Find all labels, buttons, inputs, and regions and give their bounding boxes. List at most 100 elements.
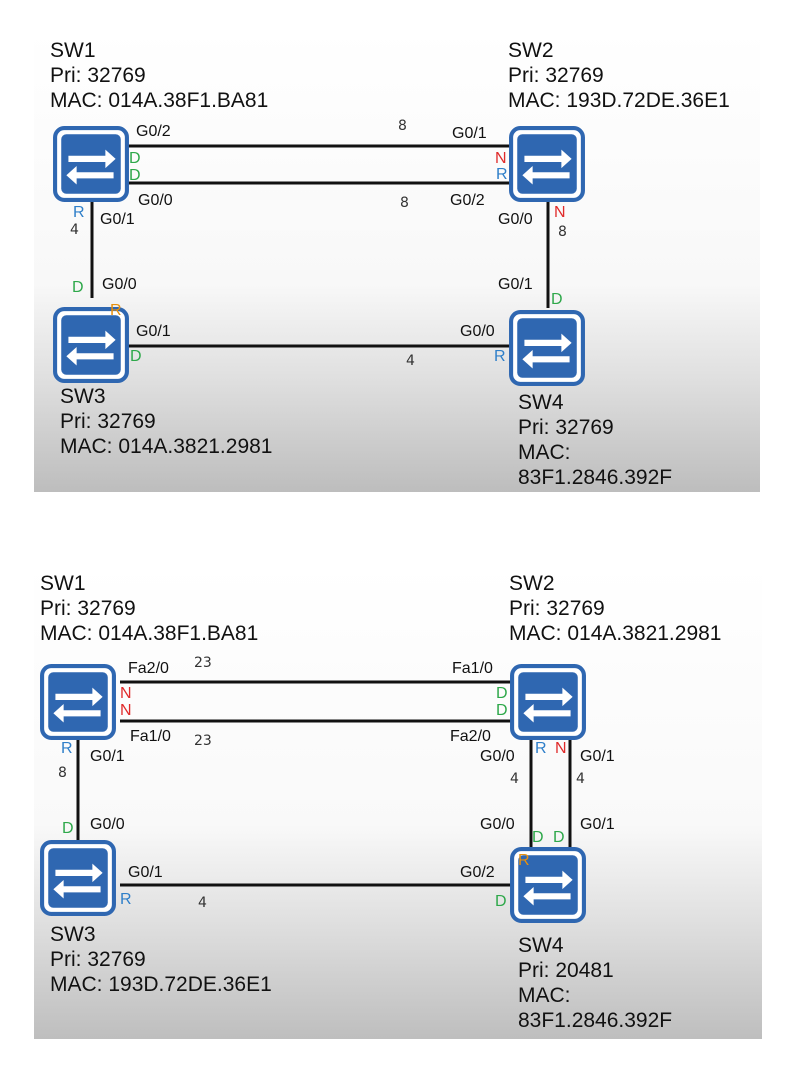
port-role-root: R [494, 348, 506, 365]
switch-info-sw4: SW4 Pri: 20481 MAC: 83F1.2846.392F [518, 933, 672, 1033]
link-cost: 4 [70, 222, 79, 238]
switch-name: SW4 [518, 934, 564, 957]
port-role-designated: D [129, 167, 141, 184]
link-cost: 4 [406, 353, 415, 369]
root-bridge-marker: R [110, 302, 122, 319]
port-role-designated: D [496, 702, 508, 719]
link-cost: 8 [398, 118, 407, 134]
port-label: G0/1 [580, 748, 615, 765]
port-label: G0/1 [580, 816, 615, 833]
port-label: Fa1/0 [130, 728, 171, 745]
switch-info-sw3: SW3 Pri: 32769 MAC: 014A.3821.2981 [60, 384, 272, 459]
port-label: G0/0 [138, 192, 173, 209]
port-label: G0/1 [100, 211, 135, 228]
link-cost: 8 [400, 195, 409, 211]
link-cost: 23 [194, 733, 212, 749]
diagram-1-canvas: G0/2 G0/0 G0/1 G0/1 G0/2 G0/0 G0/0 G0/1 … [34, 118, 760, 492]
switch-name: SW2 [508, 39, 554, 62]
switch-info-sw1: SW1 Pri: 32769 MAC: 014A.38F1.BA81 [50, 38, 268, 113]
port-role-root: R [496, 166, 508, 183]
port-role-designated: D [62, 820, 74, 837]
switch-mac: MAC: 193D.72DE.36E1 [50, 973, 272, 996]
switch-name: SW4 [518, 391, 564, 414]
switch-mac: MAC: 014A.38F1.BA81 [40, 622, 259, 645]
root-bridge-marker: R [518, 852, 530, 869]
switch-icon [511, 312, 583, 384]
switch-mac: 83F1.2846.392F [518, 466, 673, 489]
port-label: G0/1 [498, 276, 533, 293]
port-label: G0/2 [460, 864, 495, 881]
port-role-non-designated: N [554, 204, 566, 221]
port-role-root: R [535, 740, 547, 757]
switch-priority: Pri: 32769 [508, 64, 604, 87]
port-label: G0/1 [136, 323, 171, 340]
switch-icon [512, 666, 584, 738]
port-label: G0/2 [450, 192, 485, 209]
switch-name: SW2 [509, 572, 555, 595]
switch-info-sw2: SW2 Pri: 32769 MAC: 014A.3821.2981 [509, 571, 721, 646]
port-role-non-designated: N [120, 702, 132, 719]
switch-priority: Pri: 32769 [60, 410, 156, 433]
switch-icon [42, 666, 114, 738]
port-label: G0/2 [136, 123, 171, 140]
switch-mac: MAC: 014A.38F1.BA81 [50, 89, 269, 112]
port-role-non-designated: N [120, 685, 132, 702]
port-role-designated: D [532, 829, 544, 846]
port-label: G0/0 [498, 211, 533, 228]
diagram-2-canvas: Fa2/0 Fa1/0 G0/1 Fa1/0 Fa2/0 G0/0 G0/1 G… [34, 655, 615, 1039]
port-label: G0/0 [460, 323, 495, 340]
port-role-designated: D [129, 150, 141, 167]
port-label: Fa2/0 [450, 728, 491, 745]
switch-name: SW3 [60, 385, 106, 408]
port-role-root: R [120, 891, 132, 908]
switch-icon [511, 128, 583, 200]
port-role-designated: D [495, 893, 507, 910]
link-cost: 8 [58, 765, 67, 781]
port-role-designated: D [130, 348, 142, 365]
switch-mac: 83F1.2846.392F [518, 1009, 673, 1032]
switch-priority: Pri: 32769 [40, 597, 136, 620]
switch-info-sw1: SW1 Pri: 32769 MAC: 014A.38F1.BA81 [40, 571, 258, 646]
port-label: Fa2/0 [128, 660, 169, 677]
port-label: Fa1/0 [452, 660, 493, 677]
switch-priority: Pri: 32769 [50, 948, 146, 971]
port-role-root: R [73, 204, 85, 221]
link-cost: 8 [558, 224, 567, 240]
switch-priority: Pri: 32769 [509, 597, 605, 620]
port-role-designated: D [72, 279, 84, 296]
port-label: G0/0 [480, 816, 515, 833]
port-role-non-designated: N [555, 740, 567, 757]
port-role-designated: D [553, 829, 565, 846]
port-role-designated: D [551, 291, 563, 308]
switch-icon [55, 309, 127, 381]
switch-info-sw4: SW4 Pri: 32769 MAC: 83F1.2846.392F [518, 390, 672, 490]
link-cost: 4 [510, 771, 519, 787]
port-role-non-designated: N [495, 150, 507, 167]
port-label: G0/0 [480, 748, 515, 765]
switch-name: SW3 [50, 923, 96, 946]
port-role-designated: D [496, 685, 508, 702]
switch-priority: Pri: 32769 [50, 64, 146, 87]
stp-diagram-2: Fa2/0 Fa1/0 G0/1 Fa1/0 Fa2/0 G0/0 G0/1 G… [34, 563, 762, 1039]
switch-mac-label: MAC: [518, 441, 571, 464]
stp-diagram-1: G0/2 G0/0 G0/1 G0/1 G0/2 G0/0 G0/0 G0/1 … [34, 30, 760, 492]
switch-info-sw3: SW3 Pri: 32769 MAC: 193D.72DE.36E1 [50, 922, 272, 997]
switch-icon [55, 128, 127, 200]
link-cost: 4 [198, 895, 207, 911]
switch-mac: MAC: 014A.3821.2981 [60, 435, 273, 458]
switch-mac: MAC: 193D.72DE.36E1 [508, 89, 730, 112]
port-label: G0/1 [128, 864, 163, 881]
switch-info-sw2: SW2 Pri: 32769 MAC: 193D.72DE.36E1 [508, 38, 730, 113]
switch-name: SW1 [50, 39, 96, 62]
switch-priority: Pri: 32769 [518, 416, 614, 439]
port-role-root: R [61, 740, 73, 757]
switch-mac-label: MAC: [518, 984, 571, 1007]
switch-priority: Pri: 20481 [518, 959, 614, 982]
port-label: G0/1 [452, 125, 487, 142]
port-label: G0/0 [90, 816, 125, 833]
port-label: G0/0 [102, 276, 137, 293]
link-cost: 4 [576, 771, 585, 787]
port-label: G0/1 [90, 748, 125, 765]
switch-icon [42, 842, 114, 914]
link-cost: 23 [194, 655, 212, 671]
